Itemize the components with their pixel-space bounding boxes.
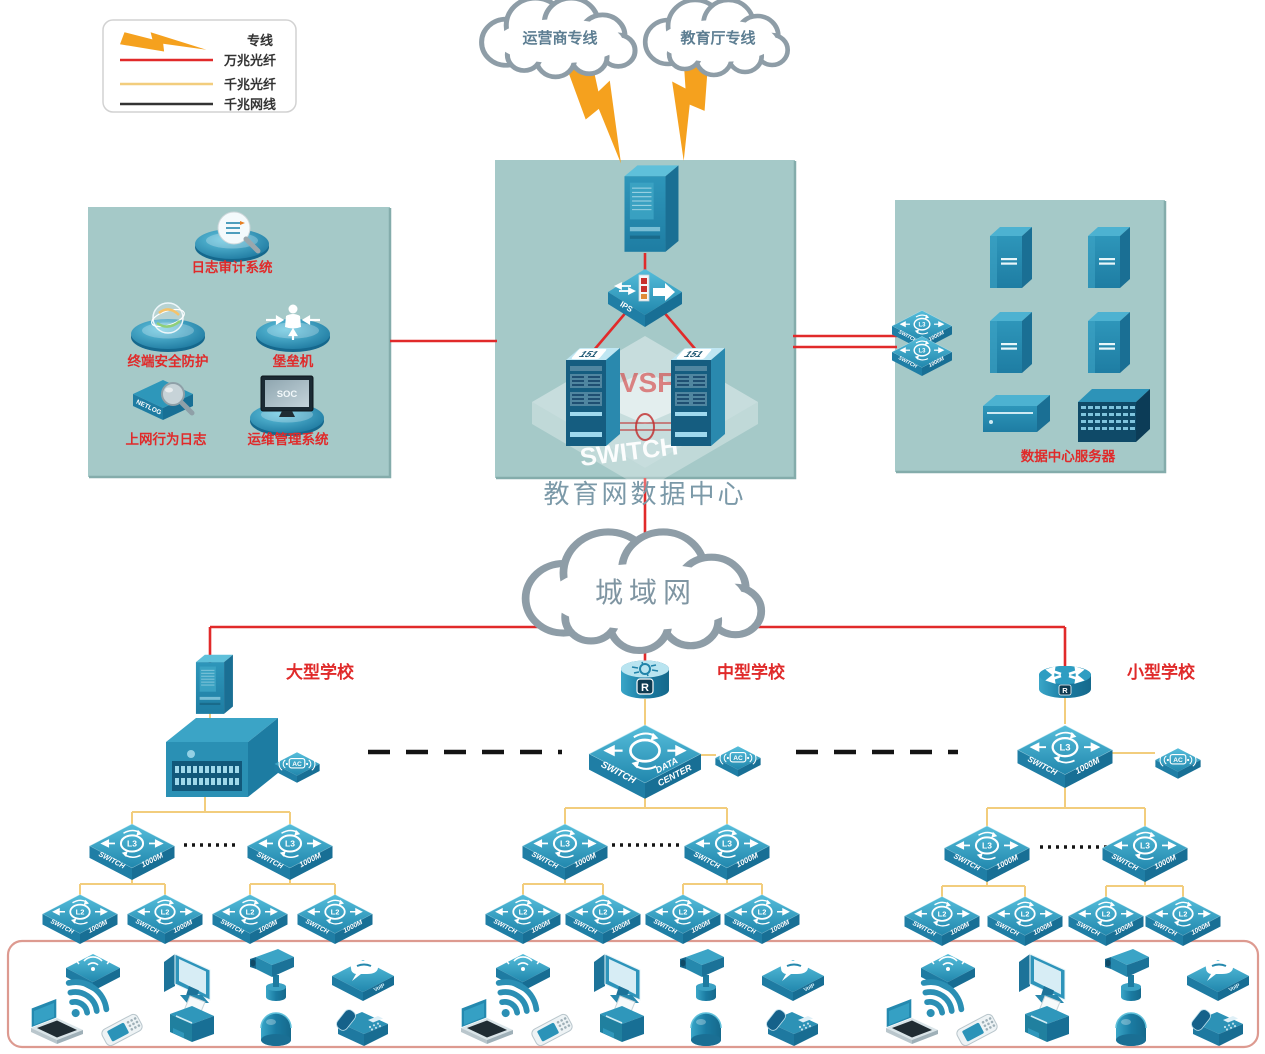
soc-text: SOC [277,389,298,400]
small-school-core [1018,725,1113,788]
school-medium: 中型学校 [486,659,800,945]
netlog-label: 上网行为日志 [126,431,207,447]
small-l2-2 [988,897,1063,947]
medium-l2-3 [646,895,721,945]
vsf-label: VSF [620,367,674,398]
dashed-ethernet-lines [184,749,1110,849]
datacenter-box-shadow [496,161,797,480]
endpoint-security [131,302,205,352]
core-server-2 [671,348,725,446]
medium-school-router [620,659,670,700]
dome-camera-icon [260,1012,292,1047]
cabinet-4 [1088,312,1130,373]
datacenter-servers: 数据中心服务器 [892,227,1150,464]
carrier-cloud-label: 运营商专线 [522,29,597,47]
medium-l3-2 [685,824,770,880]
firewall-icon [623,164,680,253]
medium-l2-1 [486,895,561,945]
rack-server [1078,389,1150,442]
medium-school-ac [714,745,762,778]
legend-item-dedicated-line: 专线 [247,33,273,48]
small-l3-1 [945,826,1030,882]
large-l2-2 [128,895,203,945]
security-systems: 日志审计系统 终端安全防护 堡垒机 NETLOG 上网行为日志 SOC [126,211,330,447]
small-l2-1 [905,897,980,947]
security-box-shadow [89,208,392,479]
education-cloud-label: 教育厅专线 [679,29,755,47]
datacenter-title: 教育网数据中心 [543,479,746,509]
legend: 专线 万兆光纤 千兆光纤 千兆网线 [102,19,297,113]
bastion-host-label: 堡垒机 [273,353,314,369]
school-large-label: 大型学校 [286,662,355,682]
legend-item-1g-fiber: 千兆光纤 [224,77,276,92]
small-l2-3 [1069,897,1144,947]
ops-management: SOC [250,375,324,436]
core-server-1 [566,348,620,446]
ops-management-label: 运维管理系统 [248,431,329,447]
netlog-system: NETLOG [133,380,195,420]
large-l2-3 [213,895,288,945]
medium-l2-2 [566,895,641,945]
legend-item-10g-fiber: 万兆光纤 [223,53,276,68]
small-l3-2 [1103,826,1188,882]
large-l2-1 [43,895,118,945]
dome-camera-icon [690,1012,722,1047]
school-medium-label: 中型学校 [717,662,786,682]
small-l2-4 [1146,897,1221,947]
datacenter-internals: VSF SWITCH 教育网数据中心 [532,164,758,509]
medium-l2-4 [725,895,800,945]
endpoint-security-label: 终端安全防护 [128,353,209,369]
school-small: 小型学校 [905,662,1221,946]
large-school-ac [273,751,321,784]
small-school-router [1037,664,1093,700]
large-l2-4 [298,895,373,945]
medium-school-core [589,725,701,799]
large-l3-1 [90,824,175,880]
log-audit-label: 日志审计系统 [192,259,273,275]
large-l3-2 [248,824,333,880]
bastion-host [256,304,330,352]
education-cloud: 教育厅专线 [645,0,787,75]
school-small-label: 小型学校 [1127,662,1196,682]
log-audit-system [195,211,269,262]
dome-camera-icon [1115,1012,1147,1047]
small-school-ac [1154,747,1202,780]
storage-appliance [982,394,1051,433]
server-box-label: 数据中心服务器 [1021,448,1116,464]
server-box-shadow [896,201,1167,474]
large-school-server [195,654,234,715]
cabinet-3 [990,312,1032,373]
cabinet-2 [1088,227,1130,288]
metro-cloud-label: 城域网 [595,577,697,608]
large-school-core [166,718,278,797]
metro-cloud: 城域网 [526,532,762,651]
cabinet-1 [990,227,1032,288]
legend-item-1g-cable: 千兆网线 [224,97,276,112]
carrier-cloud: 运营商专线 [482,0,635,77]
medium-l3-1 [523,824,608,880]
school-large: 大型学校 [43,654,373,945]
